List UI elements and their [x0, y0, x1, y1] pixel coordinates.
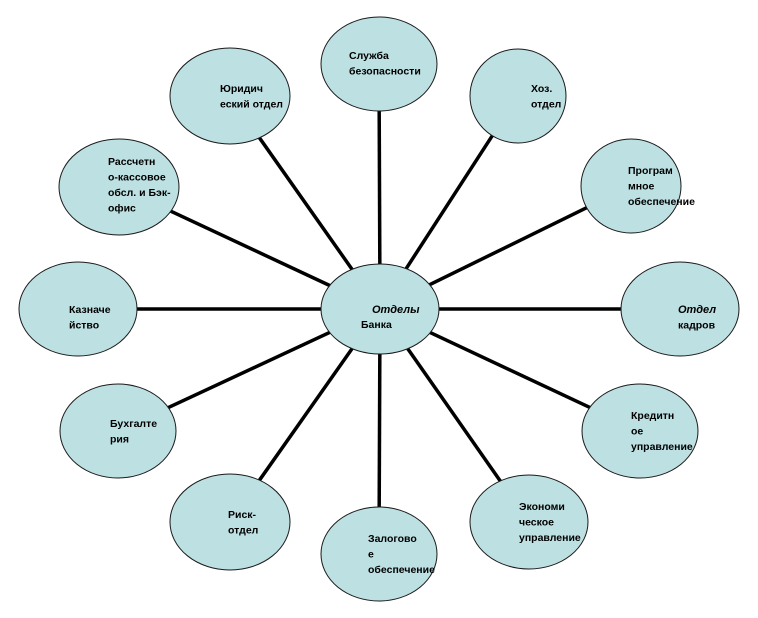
department-node-software: Програм мное обеспечение — [580, 138, 695, 234]
department-label-line: Юридич — [220, 83, 263, 95]
department-ellipse — [581, 383, 699, 479]
department-label-line: Экономи — [519, 501, 565, 513]
department-label-line: о-кассовое — [108, 172, 166, 184]
department-node-treasury: Казначе йство — [18, 261, 138, 357]
department-label-line: отдел — [228, 525, 258, 537]
department-ellipse — [320, 16, 438, 112]
department-ellipse — [58, 138, 180, 236]
department-label-line: управление — [519, 532, 581, 544]
center-label-line: Отделы — [372, 304, 420, 316]
connector-cash — [170, 209, 331, 288]
department-label-line: рия — [110, 434, 129, 446]
department-label-line: управление — [631, 441, 693, 453]
department-ellipse — [169, 47, 291, 145]
department-node-credit: Кредитн ое управление — [581, 383, 699, 479]
department-label-line: Служба — [349, 50, 389, 62]
department-label-line: обеспечение — [628, 196, 695, 208]
nodes: СлужбабезопасностиХоз.отделПрограммноеоб… — [18, 16, 740, 602]
department-node-risk: Риск-отдел — [169, 473, 291, 571]
department-label-line: безопасности — [349, 66, 421, 78]
department-ellipse — [169, 473, 291, 571]
connector-accounting — [167, 330, 331, 410]
department-label-line: Залогово — [368, 533, 417, 545]
department-ellipse — [620, 261, 740, 357]
department-label-line: йство — [69, 320, 99, 332]
connector-collateral — [377, 353, 382, 508]
department-node-economic: Экономи ческое управление — [469, 474, 589, 570]
department-ellipse — [469, 48, 567, 144]
department-label-line: Казначе — [69, 304, 111, 316]
department-label-line: Програм — [628, 165, 673, 177]
department-label-line: Хоз. — [531, 83, 552, 95]
department-label-line: обсл. и Бэк- — [108, 187, 171, 199]
department-ellipse — [580, 138, 682, 234]
department-node-accounting: Бухгалте рия — [59, 383, 177, 479]
department-node-hoz: Хоз. отдел — [469, 48, 567, 144]
spokes — [137, 110, 621, 508]
connector-hoz — [404, 134, 494, 270]
department-label-line: Бухгалте — [110, 418, 157, 430]
department-label-line: е — [368, 549, 374, 561]
department-label-line: Отдел — [678, 304, 716, 316]
department-node-hr: Отдел кадров — [620, 261, 740, 357]
department-ellipse — [320, 506, 438, 602]
department-label-line: отдел — [531, 99, 561, 111]
department-label-line: офис — [108, 203, 136, 215]
department-label-line: Кредитн — [631, 410, 674, 422]
department-ellipse — [18, 261, 138, 357]
department-label-line: мное — [628, 181, 655, 193]
connector-risk — [258, 347, 354, 482]
center-ellipse — [320, 263, 440, 355]
department-node-security: Служба безопасности — [320, 16, 438, 112]
department-label-line: кадров — [678, 320, 716, 332]
department-label-line: ческое — [519, 517, 554, 529]
department-label-line: обеспечение — [368, 564, 435, 576]
department-label-line: Риск- — [228, 509, 257, 521]
department-ellipse — [469, 474, 589, 570]
department-node-collateral: Залогово е обеспечение — [320, 506, 438, 602]
department-label-line: еский отдел — [220, 99, 283, 111]
department-label-line: Рассчетн — [108, 156, 155, 168]
department-ellipse — [59, 383, 177, 479]
center-label-line: Банка — [361, 319, 392, 331]
connector-legal — [258, 136, 354, 271]
department-label-line: ое — [631, 426, 643, 438]
department-node-legal: Юридич еский отдел — [169, 47, 291, 145]
connector-economic — [406, 347, 502, 482]
connector-security — [377, 110, 382, 265]
department-node-cash: Рассчетн о-кассовое обсл. и Бэк-офис — [58, 138, 180, 236]
connector-software — [428, 206, 588, 287]
connector-credit — [429, 330, 591, 410]
